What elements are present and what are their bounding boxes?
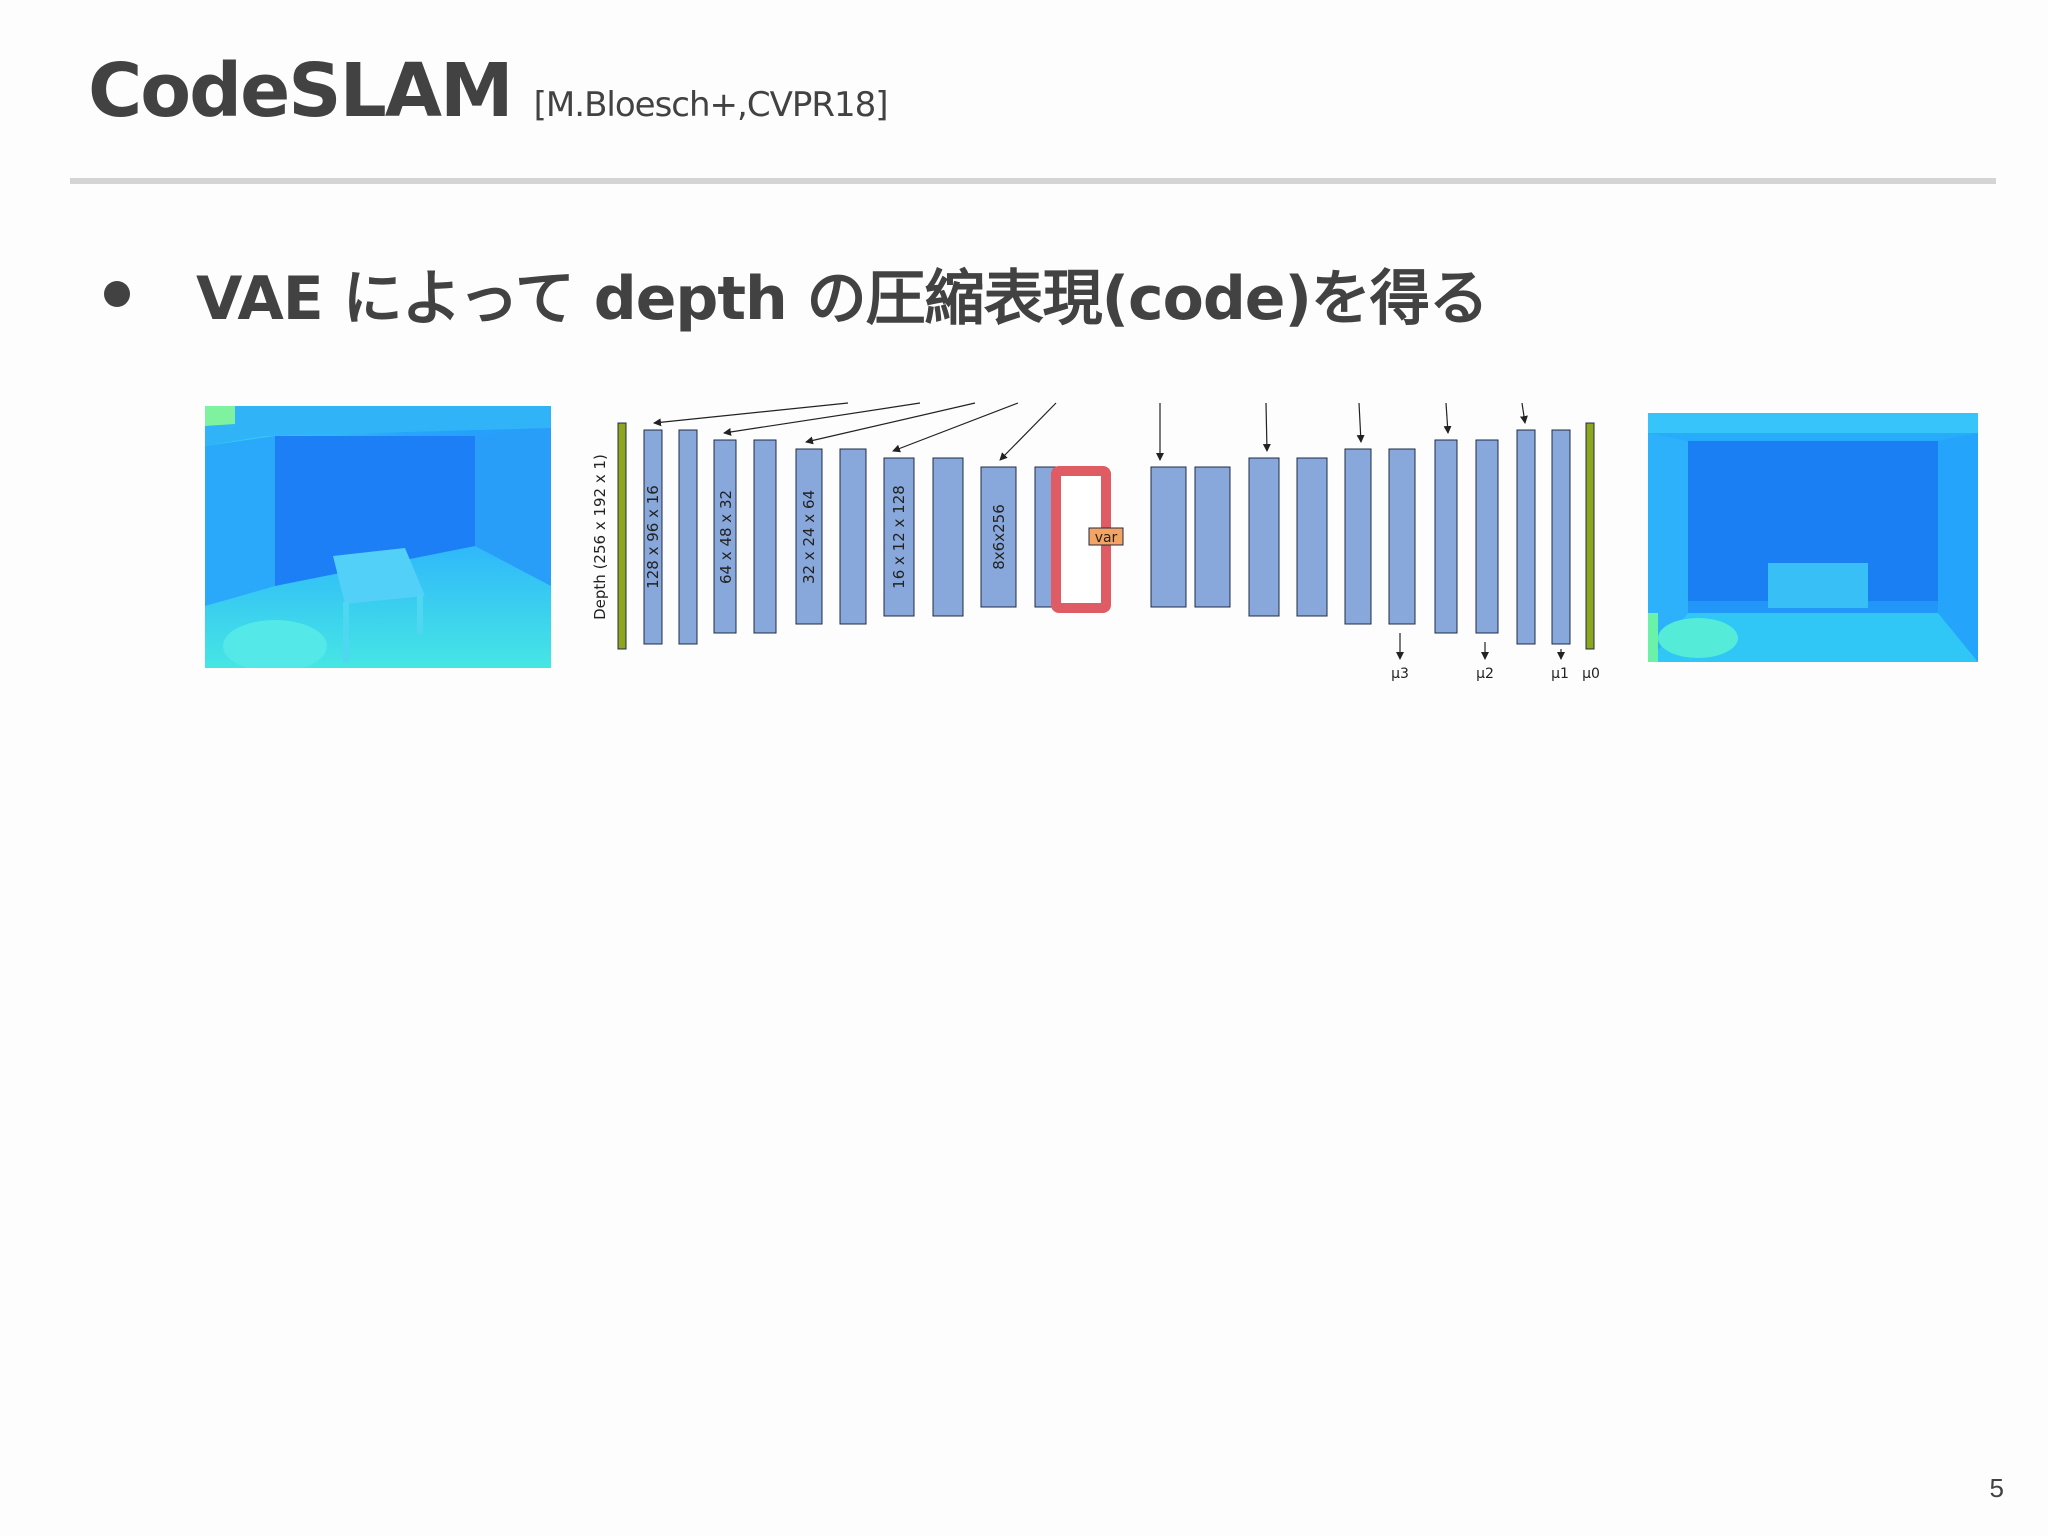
mu-label: μ3 [1391, 666, 1409, 682]
encoder-layer [678, 429, 698, 645]
encoder-layer [980, 466, 1017, 608]
encoder-size-label: 64 x 48 x 32 [717, 490, 735, 584]
title-row: CodeSLAM [M.Bloesch+,CVPR18] [88, 48, 889, 134]
skip-arrow [999, 402, 1057, 461]
network-diagram: var Depth (256 x 192 x 1) 128 x 96 x 16 … [591, 402, 1600, 682]
encoder-layer [932, 457, 964, 617]
decoder-layer [1194, 466, 1231, 608]
decoder-layer [1551, 429, 1571, 645]
encoder-size-label: 16 x 12 x 128 [890, 485, 908, 589]
encoder-size-label: 32 x 24 x 64 [800, 490, 818, 584]
encoder-layer [753, 439, 777, 634]
decoder-layer [1434, 439, 1458, 634]
page-number: 5 [1989, 1473, 2004, 1503]
var-badge [1088, 527, 1124, 546]
encoder-layer [839, 448, 867, 625]
mu-label: μ1 [1551, 666, 1569, 682]
encoder-size-label: 128 x 96 x 16 [644, 485, 662, 589]
decoder-layer [1516, 429, 1536, 645]
bullet-text: VAE によって depth の圧縮表現(code)を得る [196, 264, 1489, 334]
skip-arrow [723, 402, 921, 436]
encoder-layer [713, 439, 737, 634]
skip-arrow [1520, 402, 1528, 424]
output-layer [1585, 422, 1595, 650]
bullet-icon [104, 280, 130, 307]
skip-arrow [1443, 402, 1452, 434]
slide-citation: [M.Bloesch+,CVPR18] [533, 85, 889, 125]
output-depth-image [1648, 413, 1978, 662]
input-depth-image [205, 406, 551, 668]
var-label: var [1095, 530, 1118, 546]
encoder-layer [795, 448, 823, 625]
mu-label: μ2 [1476, 666, 1494, 682]
bullet-item: VAE によって depth の圧縮表現(code)を得る [104, 250, 1489, 337]
skip-arrow [1356, 402, 1365, 443]
input-layer [617, 422, 627, 650]
skip-arrow [805, 402, 976, 445]
slide-title: CodeSLAM [88, 48, 514, 134]
skip-arrow [892, 402, 1019, 453]
skip-arrow [1262, 402, 1271, 452]
skip-arrow [653, 402, 849, 427]
encoder-layer [643, 429, 663, 645]
title-divider [70, 178, 1996, 184]
input-size-label: Depth (256 x 192 x 1) [591, 454, 609, 620]
decoder-layer [1296, 457, 1328, 617]
decoder-layer [1475, 439, 1499, 634]
encoder-size-label: 8x6x256 [990, 504, 1008, 569]
decoder-layer [1344, 448, 1372, 625]
encoder-layer [883, 457, 915, 617]
decoder-layer [1150, 466, 1187, 608]
decoder-layer [1388, 448, 1416, 625]
decoder-layer [1248, 457, 1280, 617]
mu-label: μ0 [1582, 666, 1600, 682]
